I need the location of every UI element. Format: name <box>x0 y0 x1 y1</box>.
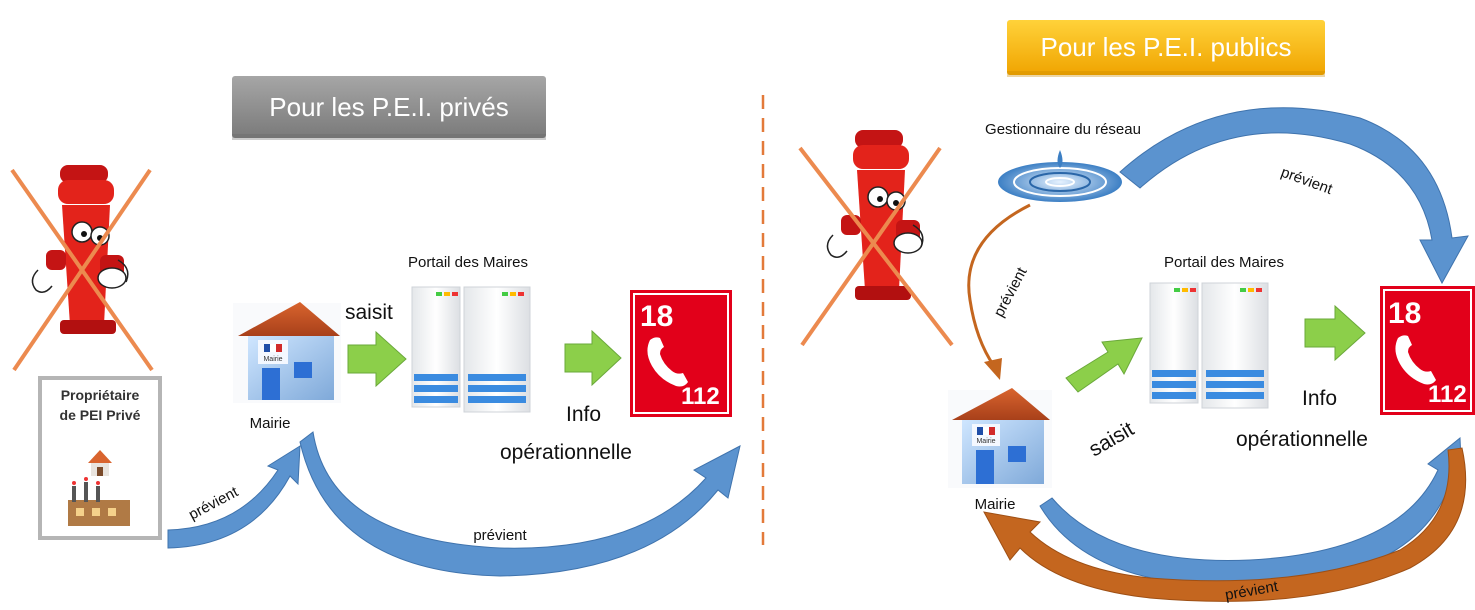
mairie-house-icon: Mairie <box>233 302 341 403</box>
banner-publics: Pour les P.E.I. publics <box>1007 20 1325 77</box>
saisit-label: saisit <box>345 301 393 324</box>
emergency-18: 18 <box>640 300 673 333</box>
mairie-sign: Mairie <box>263 356 282 363</box>
server-icon-right <box>1149 282 1269 409</box>
blue-arrow-gestionnaire-emergency <box>1119 107 1469 285</box>
cross-icon-right <box>798 146 954 347</box>
hydrant-icon <box>31 165 129 334</box>
emergency-18-112-icon: 18 112 <box>630 290 732 417</box>
server-icon <box>411 286 531 413</box>
previent-left-label: prévient <box>991 264 1031 320</box>
proprietaire-line2: de PEI Privé <box>60 407 141 423</box>
green-arrow-2 <box>564 329 622 387</box>
operationnelle-label-right: opérationnelle <box>1236 428 1368 451</box>
previent-top-label: prévient <box>1279 164 1336 199</box>
green-arrow-4 <box>1304 304 1366 362</box>
previent-bottom-label: prévient <box>473 527 527 544</box>
emergency-18-right: 18 <box>1388 297 1421 330</box>
factory-icon <box>68 477 130 526</box>
proprietaire-line1: Propriétaire <box>61 387 140 403</box>
blue-arrow-mairie-emergency <box>299 431 741 577</box>
emergency-112: 112 <box>681 383 720 410</box>
mairie-sign-right: Mairie <box>976 438 995 445</box>
proprietaire-card: Propriétaire de PEI Privé <box>38 376 162 540</box>
water-drop-icon <box>998 150 1122 202</box>
orange-arrow-gestionnaire-mairie <box>967 203 1031 367</box>
info-label: Info <box>566 403 601 426</box>
cross-icon <box>10 168 154 372</box>
emergency-18-112-icon-right: 18 112 <box>1380 286 1475 415</box>
gestionnaire-label: Gestionnaire du réseau <box>985 121 1141 138</box>
info-label-right: Info <box>1302 387 1337 410</box>
mairie-label-right: Mairie <box>975 496 1016 513</box>
orange-arrow-emergency-mairie <box>983 447 1467 602</box>
hydrant-icon-right <box>826 130 924 300</box>
banner-publics-label: Pour les P.E.I. publics <box>1041 32 1292 62</box>
green-arrow-1 <box>347 330 407 388</box>
mairie-house-icon-right: Mairie <box>948 388 1052 488</box>
banner-prives-label: Pour les P.E.I. privés <box>269 92 508 122</box>
operationnelle-label: opérationnelle <box>500 441 632 464</box>
green-arrow-3 <box>1065 337 1143 393</box>
mairie-label: Mairie <box>250 415 291 432</box>
emergency-112-right: 112 <box>1428 381 1467 408</box>
banner-prives: Pour les P.E.I. privés <box>232 76 546 140</box>
portail-label-right: Portail des Maires <box>1164 254 1284 271</box>
blue-arrow-prop-mairie <box>167 445 301 549</box>
house-small-icon <box>88 450 112 476</box>
portail-label: Portail des Maires <box>408 254 528 271</box>
saisit-label-right: saisit <box>1085 417 1138 461</box>
orange-arrow-head-small <box>984 358 1002 380</box>
